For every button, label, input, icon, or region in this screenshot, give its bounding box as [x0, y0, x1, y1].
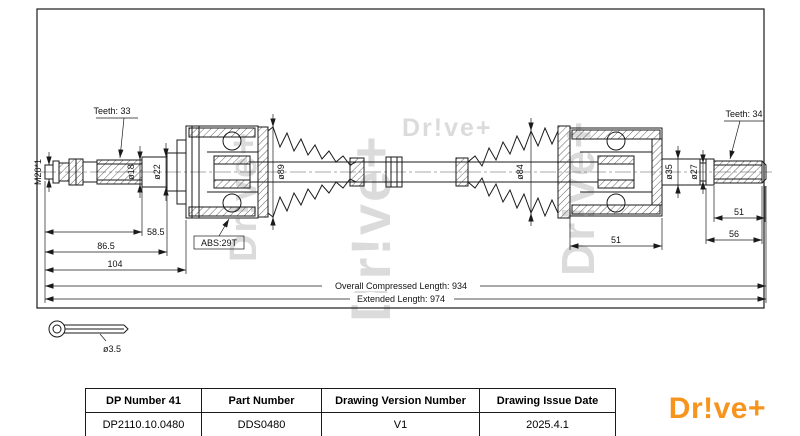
left-cv-joint	[185, 125, 259, 219]
label-teeth-left: Teeth: 33	[93, 106, 130, 116]
right-boot	[455, 125, 571, 219]
dim-overall-compressed: Overall Compressed Length: 934	[335, 281, 467, 291]
dim-51-spline: 51	[734, 207, 744, 217]
dim-pin-dia: ø3.5	[103, 344, 121, 354]
dim-dia-89: ø89	[276, 164, 286, 180]
dim-56: 56	[729, 229, 739, 239]
brand-logo: Dr!ve+	[668, 392, 766, 425]
title-block: DP Number 41 Part Number Drawing Version…	[85, 388, 616, 436]
label-teeth-right: Teeth: 34	[725, 109, 762, 119]
axle-technical-drawing: Dr!ve+ Dr!ve+ Dr!ve+ Dr!ve+	[33, 8, 772, 354]
title-block-value-row: DP2110.10.0480 DDS0480 V1 2025.4.1	[85, 412, 616, 436]
label-thread-spec: M20*1	[33, 159, 43, 185]
dim-dia-84: ø84	[515, 164, 525, 180]
left-stub-thread	[44, 158, 98, 186]
dim-51-joint: 51	[611, 235, 621, 245]
title-block-value-part-number: DDS0480	[201, 412, 322, 436]
dimension-lines	[44, 114, 767, 342]
title-block-header-dp-number: DP Number 41	[85, 388, 202, 413]
right-stub-spline	[661, 158, 767, 186]
cotter-pin	[48, 320, 129, 338]
dim-86-5: 86.5	[97, 241, 115, 251]
right-cv-joint	[569, 127, 663, 217]
dim-dia-27: ø27	[689, 164, 699, 180]
left-boot	[257, 126, 365, 218]
title-block-value-drawing-version: V1	[321, 412, 480, 436]
dimension-labels: Teeth: 33 Teeth: 34 M20*1 ø18 ø22 ø89 ø8…	[33, 106, 763, 354]
dim-extended: Extended Length: 974	[357, 294, 445, 304]
title-block-header-part-number: Part Number	[201, 388, 322, 413]
dim-dia-35: ø35	[664, 164, 674, 180]
dim-dia-22: ø22	[152, 164, 162, 180]
title-block-header-drawing-version: Drawing Version Number	[321, 388, 480, 413]
dim-58-5: 58.5	[147, 227, 165, 237]
title-block-value-issue-date: 2025.4.1	[479, 412, 616, 436]
label-backing	[350, 293, 454, 305]
title-block-value-dp-number: DP2110.10.0480	[85, 412, 202, 436]
label-abs-ring: ABS:29T	[201, 238, 238, 248]
drawing-border	[36, 8, 765, 309]
dim-104: 104	[107, 259, 122, 269]
watermark-text: Dr!ve+	[402, 114, 493, 142]
title-block-header-row: DP Number 41 Part Number Drawing Version…	[85, 388, 616, 413]
title-block-header-issue-date: Drawing Issue Date	[479, 388, 616, 413]
center-shaft	[250, 156, 598, 188]
dim-dia-18: ø18	[126, 164, 136, 180]
label-backing	[322, 279, 480, 291]
